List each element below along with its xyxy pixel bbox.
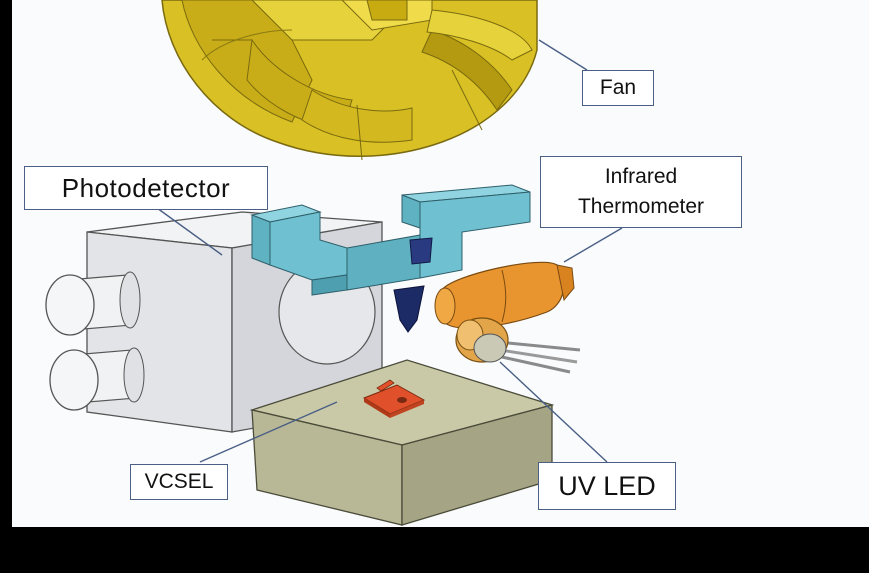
uv-led-leader-line — [499, 361, 608, 463]
photodetector-label-text: Photodetector — [61, 172, 231, 203]
fan-label: Fan — [582, 70, 654, 106]
photodetector-label: Photodetector — [24, 166, 268, 210]
diagram-illustration — [45, 0, 623, 526]
base-illustration — [249, 359, 555, 526]
uv-led-illustration — [455, 317, 581, 374]
vcsel-chip-illustration — [362, 379, 426, 418]
infrared-leader-line — [563, 227, 623, 263]
leader-lines — [156, 39, 623, 463]
diagram-canvas: Fan Photodetector Infrared Thermometer V… — [12, 0, 869, 527]
photodetector-leader-line — [156, 207, 223, 256]
fan-leader-line — [538, 39, 588, 71]
fan-label-text: Fan — [599, 76, 637, 99]
uv-led-label: UV LED — [538, 462, 676, 510]
infrared-label-line1: Infrared — [604, 165, 678, 188]
black-bar — [0, 527, 564, 573]
infrared-thermometer-illustration — [434, 261, 575, 329]
uv-led-label-text: UV LED — [558, 470, 656, 501]
vcsel-label-text: VCSEL — [144, 470, 214, 493]
cuvette-holder-illustration — [250, 184, 531, 333]
vcsel-leader-line — [199, 401, 338, 463]
infrared-label-line2: Thermometer — [577, 195, 705, 218]
fan-illustration — [161, 0, 538, 161]
infrared-thermometer-label: Infrared Thermometer — [540, 156, 742, 228]
vcsel-label: VCSEL — [130, 464, 228, 500]
